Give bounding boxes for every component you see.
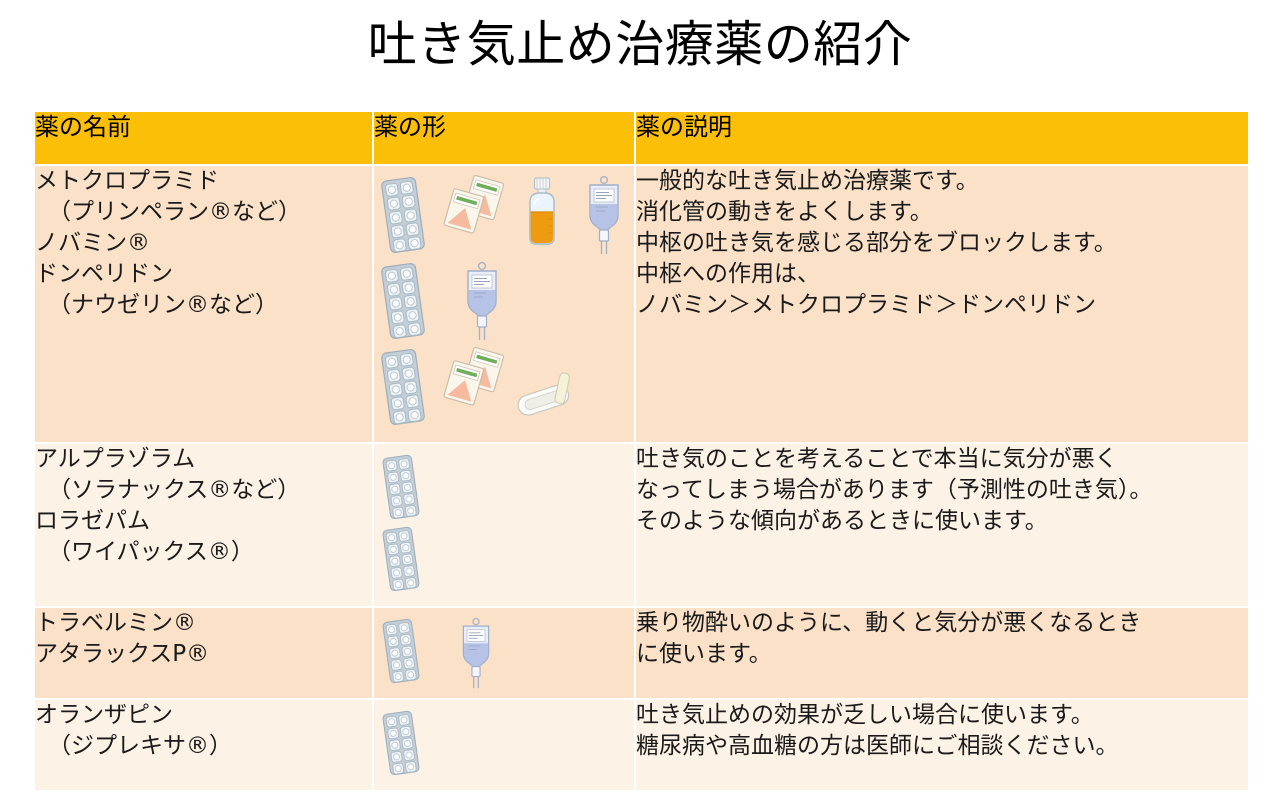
description-line: そのような傾向があるときに使います。 xyxy=(636,508,1048,534)
slide-root: 吐き気止め治療薬の紹介 薬の名前 薬の形 薬の説明 メトクロプラミド （プリンペ… xyxy=(35,16,1248,790)
drug-name-cell: メトクロプラミド （プリンペラン®など） ノバミン® ドンペリドン （ナウゼリン… xyxy=(35,166,372,442)
description-line: 吐き気止めの効果が乏しい場合に使います。 xyxy=(636,702,1094,728)
drug-name-line: ドンペリドン xyxy=(35,261,173,287)
description-line: 乗り物酔いのように、動くと気分が悪くなるとき xyxy=(636,610,1142,636)
blister-pack-icon xyxy=(381,262,425,340)
powder-sachet-icon xyxy=(443,174,505,244)
suppository-icon xyxy=(516,372,580,424)
drug-form-cell xyxy=(374,166,634,442)
drug-name-line: アタラックスP® xyxy=(35,641,210,667)
iv-drip-bag-icon xyxy=(582,175,626,256)
table-body: メトクロプラミド （プリンペラン®など） ノバミン® ドンペリドン （ナウゼリン… xyxy=(35,166,1248,790)
table-row: アルプラゾラム （ソラナックス®など） ロラゼパム （ワイパックス®） xyxy=(35,444,1248,606)
description-line: 一般的な吐き気止め治療薬です。 xyxy=(636,168,979,194)
column-header-drug-description: 薬の説明 xyxy=(636,112,1248,164)
column-header-drug-name: 薬の名前 xyxy=(35,112,372,164)
icon-row xyxy=(381,174,628,262)
page-title: 吐き気止め治療薬の紹介 xyxy=(367,16,913,73)
blister-pack-icon xyxy=(381,348,425,426)
drug-name-line: アルプラゾラム xyxy=(35,446,196,472)
icon-row xyxy=(382,710,628,782)
drug-form-cell xyxy=(374,444,634,606)
drug-description-cell: 吐き気のことを考えることで本当に気分が悪く なってしまう場合があります（予測性の… xyxy=(636,444,1248,606)
icon-grid xyxy=(382,710,628,782)
column-header-drug-form: 薬の形 xyxy=(374,112,634,164)
table-row: トラベルミン® アタラックスP® xyxy=(35,608,1248,698)
description-line: 中枢の吐き気を感じる部分をブロックします。 xyxy=(636,230,1117,256)
drug-name-line: （ワイパックス®） xyxy=(48,539,254,565)
description-line: 中枢への作用は、 xyxy=(636,261,820,287)
drug-name-cell: アルプラゾラム （ソラナックス®など） ロラゼパム （ワイパックス®） xyxy=(35,444,372,606)
drug-form-cell xyxy=(374,700,634,790)
blister-pack-icon xyxy=(382,454,420,520)
table-row: メトクロプラミド （プリンペラン®など） ノバミン® ドンペリドン （ナウゼリン… xyxy=(35,166,1248,442)
blister-pack-icon xyxy=(381,176,425,254)
icon-row xyxy=(382,526,628,598)
description-line: ノバミン＞メトクロプラミド＞ドンペリドン xyxy=(636,292,1096,318)
icon-row xyxy=(382,617,628,690)
drug-name-cell: トラベルミン® アタラックスP® xyxy=(35,608,372,698)
description-line: 吐き気のことを考えることで本当に気分が悪く xyxy=(636,446,1118,472)
icon-grid xyxy=(381,174,628,434)
table-row: オランザピン （ジプレキサ®） xyxy=(35,700,1248,790)
drug-description-cell: 一般的な吐き気止め治療薬です。 消化管の動きをよくします。 中枢の吐き気を感じる… xyxy=(636,166,1248,442)
description-line: 糖尿病や高血糖の方は医師にご相談ください。 xyxy=(636,733,1119,759)
drug-name-line: （ソラナックス®など） xyxy=(48,477,301,503)
drug-name-line: ロラゼパム xyxy=(35,508,150,534)
icon-row xyxy=(381,346,628,434)
drug-name-line: （ジプレキサ®） xyxy=(48,733,232,759)
description-line: に使います。 xyxy=(636,641,772,667)
drug-name-line: ノバミン® xyxy=(35,230,150,256)
iv-drip-bag-icon xyxy=(460,261,504,342)
description-line: なってしまう場合があります（予測性の吐き気）。 xyxy=(636,477,1153,503)
icon-grid xyxy=(382,617,628,690)
drug-description-cell: 吐き気止めの効果が乏しい場合に使います。 糖尿病や高血糖の方は医師にご相談くださ… xyxy=(636,700,1248,790)
drug-name-line: オランザピン xyxy=(35,702,173,728)
icon-row xyxy=(382,454,628,526)
drug-description-cell: 乗り物酔いのように、動くと気分が悪くなるとき に使います。 xyxy=(636,608,1248,698)
description-line: 消化管の動きをよくします。 xyxy=(636,199,933,225)
blister-pack-icon xyxy=(382,526,420,592)
drug-name-line: メトクロプラミド xyxy=(35,168,219,194)
drug-table: 薬の名前 薬の形 薬の説明 メトクロプラミド （プリンペラン®など） ノバミン®… xyxy=(33,110,1250,792)
drug-form-cell xyxy=(374,608,634,698)
powder-sachet-icon xyxy=(443,346,505,416)
icon-row xyxy=(381,261,628,348)
table-header-row: 薬の名前 薬の形 薬の説明 xyxy=(35,112,1248,164)
syrup-bottle-icon xyxy=(522,176,562,250)
drug-name-cell: オランザピン （ジプレキサ®） xyxy=(35,700,372,790)
icon-grid xyxy=(382,454,628,598)
drug-name-line: （ナウゼリン®など） xyxy=(48,292,278,318)
blister-pack-icon xyxy=(382,618,420,684)
drug-name-line: トラベルミン® xyxy=(35,610,196,636)
iv-drip-bag-icon xyxy=(456,617,496,690)
drug-name-line: （プリンペラン®など） xyxy=(48,199,301,225)
